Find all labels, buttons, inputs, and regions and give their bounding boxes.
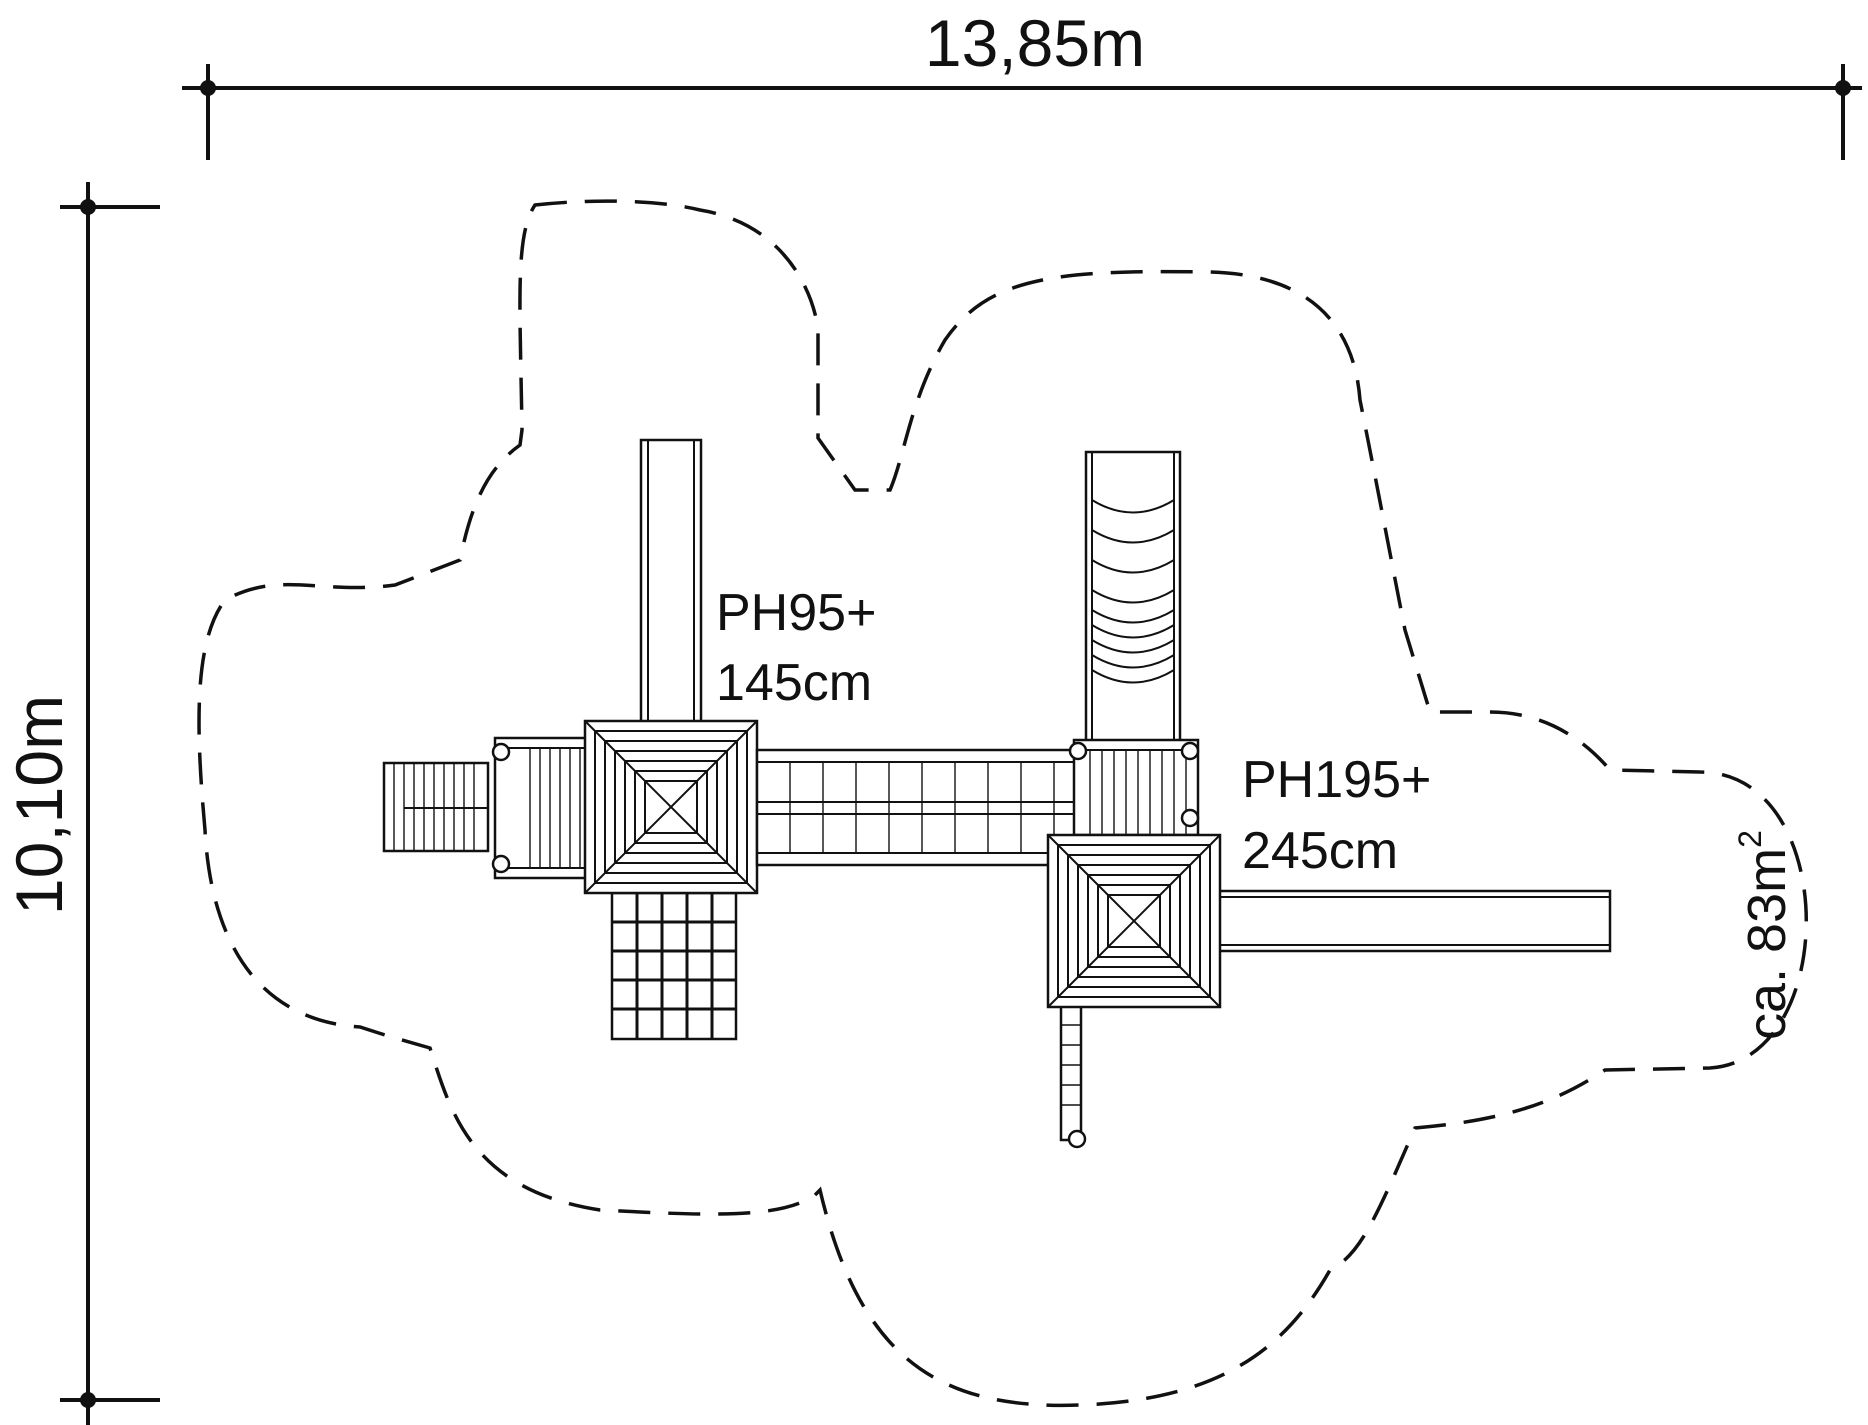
safety-zone-outline [197,199,1808,1408]
platform-height-right: PH195+ [1242,751,1431,809]
tower-label-right: PH195+ 245cm [1242,751,1431,880]
climbing-net [610,891,738,1041]
area-superscript: 2 [1732,830,1768,848]
tower-label-left: PH95+ 145cm [716,584,876,712]
width-label: 13,85m [925,6,1145,80]
tower-platform-east [1068,738,1200,837]
steps-west [382,761,490,853]
roof-left [583,719,759,895]
total-height-right: 245cm [1242,822,1398,880]
total-height-left: 145cm [716,654,872,712]
svg-text:ca. 83m2: ca. 83m2 [1732,830,1797,1040]
left-tower [382,438,759,1041]
tube-slide-north [1084,450,1182,744]
height-label: 10,10m [2,695,76,915]
connecting-bridge [755,748,1084,867]
slide-east [1216,889,1612,953]
side-platform-west [491,736,589,880]
height-dimension: 10,10m [2,182,160,1425]
width-dimension: 13,85m [182,6,1862,160]
area-value: ca. 83m [1737,848,1797,1040]
platform-height-left: PH95+ [716,584,876,642]
roof-right [1046,833,1222,1009]
ladder-south [1059,1003,1087,1149]
safety-area-label: ca. 83m2 [1732,830,1797,1040]
right-tower [1046,450,1612,1149]
slide-north [639,438,703,732]
